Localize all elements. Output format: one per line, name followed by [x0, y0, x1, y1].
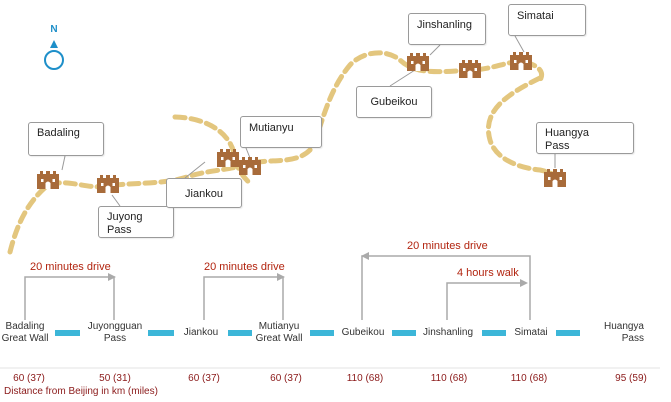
callout-jinshanling: Jinshanling	[408, 13, 486, 45]
callout-gubeikou: Gubeikou	[356, 86, 432, 118]
distance-mutianyu: 60 (37)	[270, 373, 302, 384]
compass-arrow-icon	[50, 40, 58, 48]
tower-jinshanling-icon	[459, 60, 481, 78]
callout-simatai: Simatai	[508, 4, 586, 36]
route-link-bar-4	[392, 330, 416, 336]
connector-badaling-juyongguan	[24, 276, 115, 320]
route-link-bar-0	[55, 330, 80, 336]
connector-jinshanling-simatai	[446, 282, 526, 320]
tower-juyong-gate	[105, 185, 111, 193]
tower-huangya-window-right	[559, 177, 562, 180]
tower-badaling-gate	[45, 181, 51, 189]
compass-label: N	[50, 24, 58, 35]
route-link-bar-3	[310, 330, 334, 336]
tower-gubeikou-window-left	[411, 61, 414, 64]
tower-huangya-icon	[544, 169, 566, 187]
compass-icon	[44, 50, 64, 70]
callout-pointer-0	[61, 155, 66, 171]
tower-badaling-icon	[37, 171, 59, 189]
callout-pointer-3	[245, 147, 251, 159]
connector-arrow-mutianyu	[277, 273, 285, 281]
callout-mutianyu: Mutianyu	[240, 116, 322, 148]
callout-pointer-4	[389, 69, 416, 87]
route-link-bar-2	[228, 330, 252, 336]
connection-label-badaling-juyongguan: 20 minutes drive	[30, 261, 111, 273]
tower-jiankou-window-left	[221, 157, 224, 160]
tower-mutianyu-window-left	[243, 165, 246, 168]
callout-jiankou: Jiankou	[166, 178, 242, 208]
stop-simatai: Simatai	[514, 327, 548, 338]
callout-badaling: Badaling	[28, 122, 104, 156]
tower-jinshanling-window-right	[474, 68, 477, 71]
callout-juyong: Juyong Pass	[98, 206, 174, 238]
callout-pointer-2	[184, 161, 206, 179]
connection-label-jiankou-mutianyu: 20 minutes drive	[204, 261, 285, 273]
distance-simatai: 110 (68)	[510, 373, 548, 384]
distance-huangya: 95 (59)	[615, 373, 647, 384]
callout-pointer-1	[111, 194, 121, 207]
tower-jiankou-window-right	[232, 157, 235, 160]
stop-huangya: Huangya Pass	[603, 321, 644, 344]
connector-arrow-juyongguan	[108, 273, 116, 281]
tower-jinshanling-window-left	[463, 68, 466, 71]
tower-badaling-window-right	[52, 179, 55, 182]
connector-gubeikou-simatai	[361, 255, 531, 320]
tower-juyong-window-right	[112, 183, 115, 186]
stop-mutianyu: Mutianyu Great Wall	[255, 321, 303, 344]
callout-pointer-5	[429, 44, 441, 56]
tower-gubeikou-icon	[407, 53, 429, 71]
tower-simatai-window-right	[525, 60, 528, 63]
route-link-bar-5	[482, 330, 506, 336]
distance-gubeikou: 110 (68)	[346, 373, 384, 384]
tower-juyong-window-left	[101, 183, 104, 186]
tower-simatai-window-left	[514, 60, 517, 63]
route-link-bar-1	[148, 330, 174, 336]
tower-huangya-window-left	[548, 177, 551, 180]
tower-gubeikou-window-right	[422, 61, 425, 64]
tower-simatai-gate	[518, 62, 524, 70]
tower-mutianyu-window-right	[254, 165, 257, 168]
connector-jiankou-mutianyu	[203, 276, 284, 320]
stop-jiankou: Jiankou	[183, 327, 219, 338]
stop-jinshanling: Jinshanling	[422, 327, 474, 338]
connector-arrow-simatai	[520, 279, 528, 287]
distance-footnote: Distance from Beijing in km (miles)	[4, 386, 158, 397]
tower-gubeikou-gate	[415, 63, 421, 71]
tower-simatai-icon	[510, 52, 532, 70]
callout-pointer-6	[514, 35, 525, 53]
tower-mutianyu-gate	[247, 167, 253, 175]
tower-jinshanling-gate	[467, 70, 473, 78]
tower-mutianyu-icon	[239, 157, 261, 175]
stop-badaling: Badaling Great Wall	[1, 321, 49, 344]
stop-juyongguan: Juyongguan Pass	[87, 321, 143, 344]
tower-badaling-window-left	[41, 179, 44, 182]
connection-label-gubeikou-simatai: 20 minutes drive	[407, 240, 488, 252]
stop-gubeikou: Gubeikou	[341, 327, 385, 338]
route-link-bar-6	[556, 330, 580, 336]
distance-jiankou: 60 (37)	[188, 373, 220, 384]
tower-jiankou-icon	[217, 149, 239, 167]
distance-juyongguan: 50 (31)	[99, 373, 131, 384]
distance-badaling: 60 (37)	[13, 373, 45, 384]
tower-juyong-icon	[97, 175, 119, 193]
tower-jiankou-gate	[225, 159, 231, 167]
connection-label-jinshanling-simatai: 4 hours walk	[457, 267, 519, 279]
distance-jinshanling: 110 (68)	[430, 373, 468, 384]
callout-huangya: Huangya Pass	[536, 122, 634, 154]
connector-arrow-gubeikou	[361, 252, 369, 260]
tower-huangya-gate	[552, 179, 558, 187]
